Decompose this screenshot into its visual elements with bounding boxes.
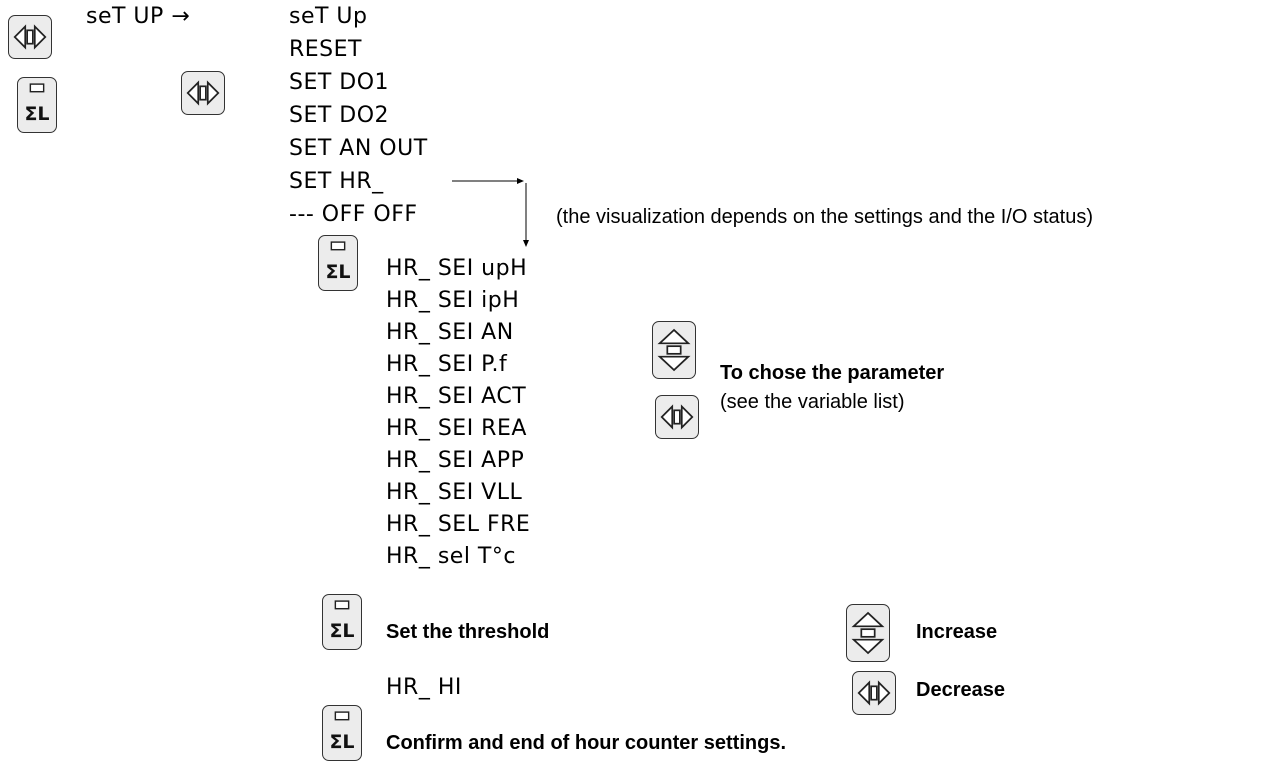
menu-item: SET AN OUT — [289, 136, 428, 161]
svg-text:ΣL: ΣL — [329, 620, 354, 642]
hr-parameter: HR_ SEI APP — [386, 448, 525, 473]
set-key-icon[interactable]: ΣL — [322, 594, 362, 650]
menu-item: --- OFF OFF — [289, 202, 418, 227]
confirm-label: Confirm and end of hour counter settings… — [386, 732, 786, 754]
menu-item: SET HR_ — [289, 169, 384, 194]
hr-parameter: HR_ SEI upH — [386, 256, 528, 281]
setup-label: seT UP → — [86, 4, 191, 29]
threshold-value: HR_ HI — [386, 675, 462, 700]
shift-key-icon[interactable] — [8, 15, 52, 59]
hr-parameter: HR_ SEI P.f — [386, 352, 508, 377]
menu-item: SET DO1 — [289, 70, 390, 95]
set-key-icon[interactable]: ΣL — [322, 705, 362, 761]
set-threshold-label: Set the threshold — [386, 621, 550, 643]
decrease-label: Decrease — [916, 679, 1005, 701]
choose-parameter-title: To chose the parameter — [720, 362, 945, 384]
shift-key-icon[interactable] — [655, 395, 699, 439]
svg-text:ΣL: ΣL — [24, 103, 49, 125]
increase-label: Increase — [916, 621, 998, 643]
up-down-key-icon[interactable] — [652, 321, 696, 379]
hr-parameter: HR_ SEI AN — [386, 320, 514, 345]
hr-parameter: HR_ sel T°c — [386, 544, 516, 569]
hr-parameter: HR_ SEL FRE — [386, 512, 531, 537]
svg-text:ΣL: ΣL — [329, 731, 354, 753]
menu-item: seT Up — [289, 4, 368, 29]
up-down-key-icon[interactable] — [846, 604, 890, 662]
set-key-icon[interactable]: ΣL — [318, 235, 358, 291]
svg-text:ΣL: ΣL — [325, 261, 350, 283]
choose-parameter-subtitle: (see the variable list) — [720, 391, 905, 413]
menu-item: SET DO2 — [289, 103, 390, 128]
shift-key-icon[interactable] — [181, 71, 225, 115]
visualization-note: (the visualization depends on the settin… — [556, 206, 1093, 228]
set-key-icon[interactable]: ΣL — [17, 77, 57, 133]
hr-parameter: HR_ SEI ACT — [386, 384, 527, 409]
hr-parameter: HR_ SEI VLL — [386, 480, 523, 505]
hr-parameter: HR_ SEI REA — [386, 416, 527, 441]
hr-parameter: HR_ SEI ipH — [386, 288, 520, 313]
menu-item: RESET — [289, 37, 362, 62]
shift-key-icon[interactable] — [852, 671, 896, 715]
